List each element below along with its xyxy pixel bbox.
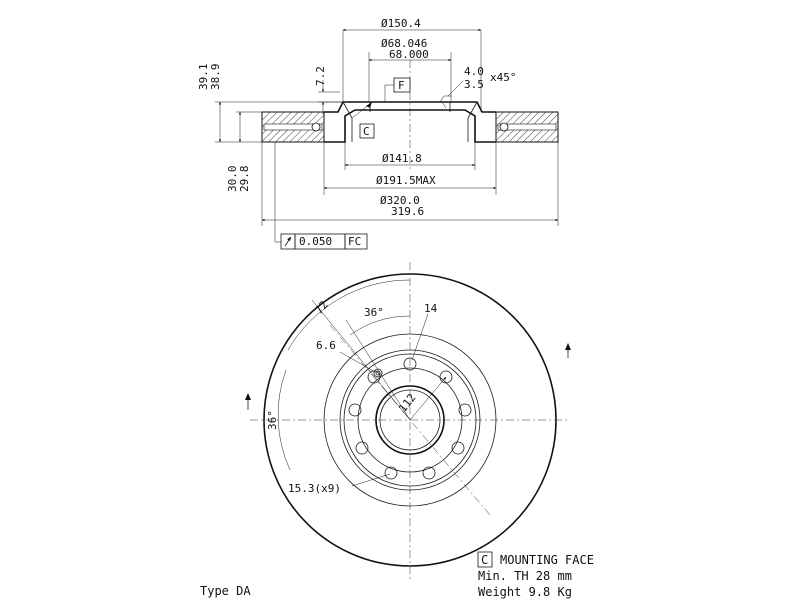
dim-191-5: Ø191.5MAX (376, 174, 436, 187)
dim-150-4: Ø150.4 (381, 17, 421, 30)
pcd-112: 112 (396, 391, 418, 415)
note-c-box: C (481, 553, 488, 567)
dim-141-8: Ø141.8 (382, 152, 422, 165)
note-mounting-face: MOUNTING FACE (500, 553, 594, 567)
section-view: Ø150.4 Ø68.046 68.000 F 4.0 3.5 x45° 7.2… (197, 17, 559, 250)
dim-319-6: 319.6 (391, 205, 424, 218)
runout-value: 0.050 (299, 235, 332, 248)
dim-30-0: 30.0 (226, 166, 239, 193)
runout-ref: FC (348, 235, 361, 248)
dim-29-8: 29.8 (238, 166, 251, 193)
dim-7-2: 7.2 (314, 66, 327, 86)
locating-hole (373, 368, 383, 378)
chamfer-3-5: 3.5 (464, 78, 484, 91)
hole-6-6: 6.6 (316, 339, 336, 352)
note-min-thickness: Min. TH 28 mm (478, 569, 572, 583)
hub-hat (324, 101, 496, 113)
angle-36-left: 36° (266, 410, 279, 430)
note-type: Type DA (200, 584, 251, 598)
dim-39-1: 39.1 (197, 64, 210, 91)
bolt-hole-callout: 15.3(x9) (288, 482, 341, 495)
dim-38-9: 38.9 (209, 64, 222, 91)
notes: C MOUNTING FACE Min. TH 28 mm Weight 9.8… (200, 551, 594, 599)
datum-f: F (398, 79, 405, 92)
angle-36-top: 36° (364, 306, 384, 319)
front-view: 112 72 36° 14 6.6 36° 15.3(x9) (245, 262, 571, 580)
chamfer-4-0: 4.0 (464, 65, 484, 78)
dim-68-046: Ø68.046 (381, 37, 427, 50)
bolt-holes (348, 357, 472, 480)
chamfer-angle: x45° (490, 71, 517, 84)
datum-c: C (363, 125, 370, 138)
hole-14: 14 (424, 302, 438, 315)
angle-72: 72 (312, 298, 330, 317)
dim-320-0: Ø320.0 (380, 194, 420, 207)
note-weight: Weight 9.8 Kg (478, 585, 572, 599)
dim-68-000: 68.000 (389, 48, 429, 61)
